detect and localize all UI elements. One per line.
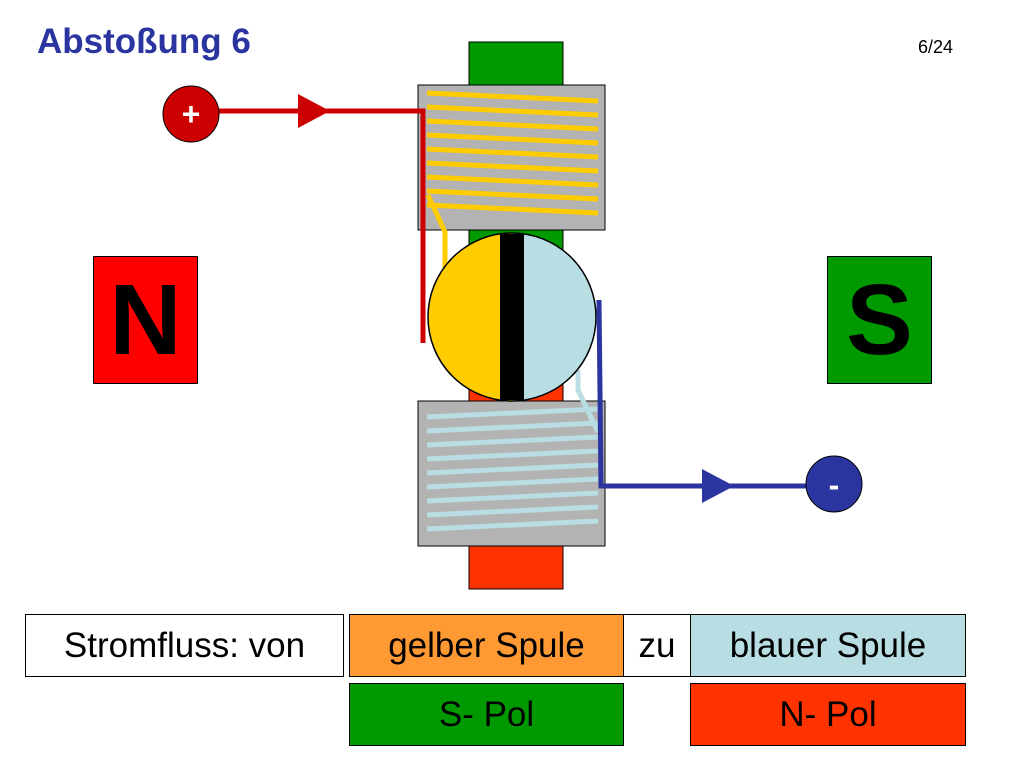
blue-coil-windings: [426, 406, 599, 532]
yellow-coil-lead: [425, 193, 448, 268]
legend-n-pole: N- Pol: [690, 683, 966, 746]
negative-wire: [596, 299, 810, 489]
legend-from-coil: gelber Spule: [349, 614, 624, 677]
positive-terminal: [162, 85, 220, 143]
north-magnet-label: N: [109, 263, 182, 376]
positive-wire: [215, 108, 426, 343]
legend-current-prefix: Stromfluss: von: [25, 614, 344, 677]
page-number: 6/24: [918, 37, 954, 57]
legend-s-pole: S- Pol: [349, 683, 624, 746]
commutator-blue-half: [512, 233, 596, 401]
south-magnet: S: [827, 256, 932, 384]
commutator-gap: [500, 234, 524, 400]
legend-to-coil: blauer Spule: [690, 614, 966, 677]
legend-connector: zu: [624, 614, 690, 677]
positive-terminal-symbol: +: [182, 96, 201, 132]
commutator-yellow-half: [428, 233, 512, 401]
positive-current-arrow: [298, 94, 330, 128]
negative-current-arrow: [702, 469, 734, 503]
blue-coil-lead: [575, 370, 601, 434]
motor-diagram: + -: [162, 41, 863, 590]
negative-terminal-symbol: -: [829, 467, 840, 503]
north-magnet: N: [93, 256, 198, 384]
slide-title: Abstoßung 6: [37, 22, 251, 61]
negative-terminal: [805, 455, 863, 513]
south-magnet-label: S: [846, 263, 913, 376]
yellow-coil-windings: [426, 90, 599, 216]
commutator-outline: [427, 232, 597, 402]
